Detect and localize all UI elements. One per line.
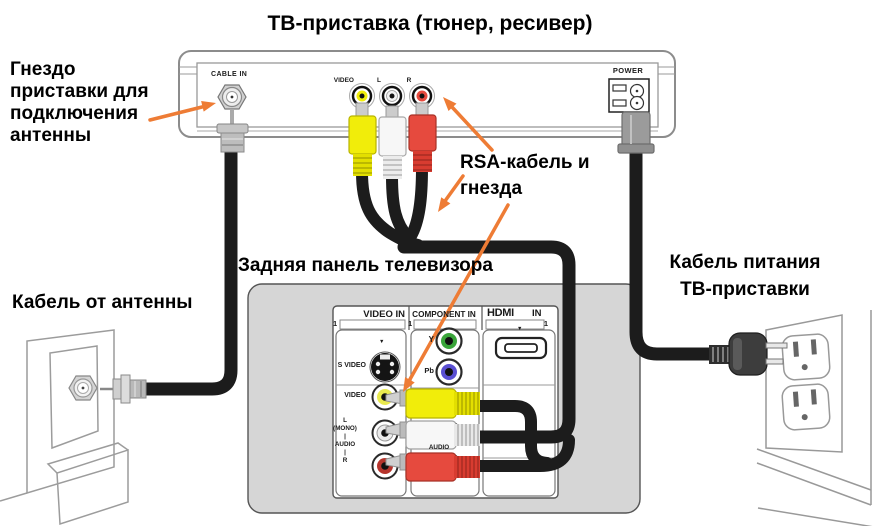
annotation-rsa-cable: RSA-кабель и гнезда [460,152,590,199]
left-wall [0,329,129,526]
cable-in-jack [217,84,247,125]
annotation-tv-back-panel: Задняя панель телевизора [238,255,493,276]
component-in-header: COMPONENT IN [412,310,476,319]
component-in-number: 1 [408,319,413,328]
component-audio-label: AUDIO [428,444,450,451]
power-inlet [608,78,650,113]
right-wall [756,310,873,526]
antenna-cable-plug-wall [100,374,147,404]
rca-plug-white-tv [385,420,480,450]
s-video-label: S VIDEO [337,362,366,369]
rca-plug-yellow-tv [385,388,480,419]
antenna-wall-jack [68,375,98,401]
hdmi-in-label: IN [532,308,542,319]
box-video-label: VIDEO [333,77,354,84]
power-label: POWER [612,66,644,75]
antenna-cable-plug-box [216,123,249,153]
power-plug-box [617,111,655,154]
annotation-arrows [148,97,510,392]
s-video-marker: ▼ [379,339,385,345]
video-in-number: 1 [333,319,338,328]
box-left-label: L [377,77,381,84]
box-rca-jacks [349,83,435,109]
video-in-header: VIDEO IN [363,309,405,320]
hdmi-marker: ▼ [517,326,523,332]
tv-video-label: VIDEO [344,392,366,399]
box-right-label: R [406,77,412,84]
annotation-power-cable: Кабель питания ТВ-приставки [669,252,821,300]
power-outlet [765,314,843,453]
cable-in-label: CABLE IN [211,71,248,78]
pb-label: Pb [424,366,434,375]
rca-plug-white-box [378,105,407,179]
hdmi-in-number: 1 [543,319,548,328]
hdmi-logo: HDMI [487,307,514,319]
diagram-title: ТВ-приставка (тюнер, ресивер) [267,12,593,35]
hdmi-port [494,336,548,360]
component-y-jack [435,327,463,355]
s-video-port [369,351,401,383]
rca-cables [356,162,576,472]
rca-plug-red-tv [385,452,480,482]
antenna-cable [139,145,238,396]
annotation-antenna-cable: Кабель от антенны [12,292,193,313]
power-plug-wall [709,332,788,376]
annotation-antenna-socket: Гнездо приставки для подключения антенны [10,59,149,146]
rca-plug-yellow-box [348,102,377,176]
tv-audio-stack-label: L (MONO) | AUDIO | R [333,417,357,464]
power-cable [629,143,716,361]
component-pb-jack [435,358,463,386]
rca-plug-red-box [408,102,437,172]
y-label: Y [428,335,434,344]
